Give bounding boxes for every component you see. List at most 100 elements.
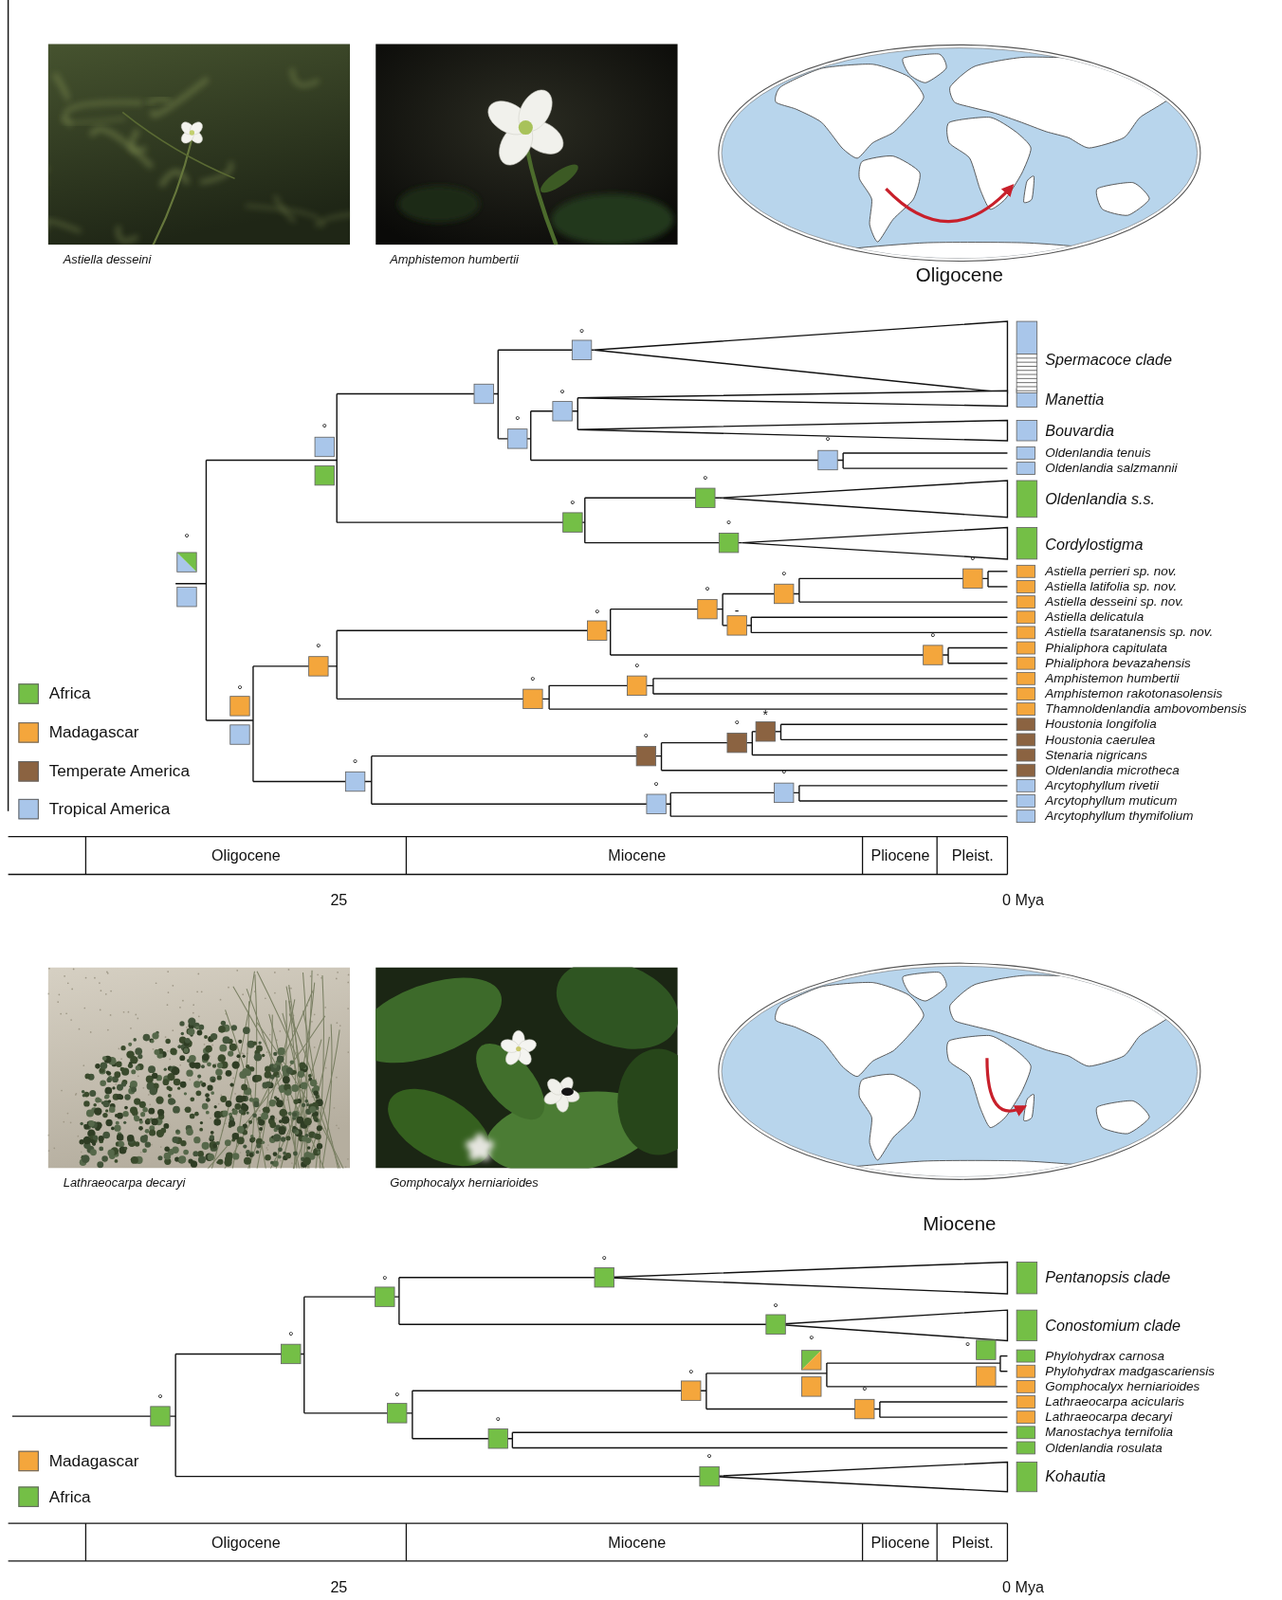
sand-speck <box>267 1144 270 1147</box>
shrub-leaf <box>225 1100 233 1108</box>
world-map <box>718 44 1201 267</box>
branch <box>336 630 338 699</box>
area-square <box>773 584 793 604</box>
tip-area <box>1016 596 1035 609</box>
area-square <box>802 1377 822 1397</box>
legend-entry: Tropical America <box>18 799 170 821</box>
branch <box>412 1390 707 1392</box>
shrub-leaf <box>115 1061 123 1068</box>
taxon-label: Astiella latifolia sp. nov. <box>1044 579 1177 594</box>
sand-speck <box>198 1016 201 1019</box>
branch <box>336 394 338 524</box>
shrub-leaf <box>240 1096 247 1102</box>
branch <box>336 521 586 523</box>
branch <box>799 601 1008 603</box>
shrub-leaf <box>209 1077 216 1083</box>
tip-area <box>1016 749 1035 762</box>
branch <box>799 578 989 580</box>
shrub-leaf <box>189 1097 195 1102</box>
epoch-name: Miocene <box>607 846 666 865</box>
shrub-leaf <box>130 1069 136 1075</box>
shrub-leaf <box>124 1147 128 1151</box>
tip-area <box>1016 462 1035 476</box>
grass-blade <box>270 1040 322 1170</box>
sand-speck <box>74 1094 77 1097</box>
shrub-leaf <box>279 1090 283 1094</box>
shrub-leaf <box>249 1098 255 1103</box>
branch <box>826 1362 1001 1364</box>
branch <box>842 467 1008 469</box>
taxon-label: Phialiphora capitulata <box>1044 641 1168 656</box>
tip-area <box>1016 1263 1038 1295</box>
shrub-leaf <box>169 1048 177 1056</box>
shrub-leaf <box>307 1146 311 1150</box>
shrub-leaf <box>254 1053 262 1062</box>
sand-speck <box>78 1028 81 1031</box>
collapsed-clade <box>577 420 1008 441</box>
support-mark: ° <box>352 757 359 773</box>
branch <box>988 570 1008 572</box>
sand-speck <box>269 1034 272 1037</box>
continent <box>859 155 920 242</box>
collapsed-clade <box>593 321 1008 393</box>
time-scale-line <box>861 837 863 876</box>
grass-blade <box>211 971 255 1170</box>
shrub-leaf <box>257 1041 261 1044</box>
tip-area <box>1016 1427 1035 1440</box>
grass-blade <box>224 991 313 1170</box>
branch <box>948 662 1008 664</box>
branch <box>879 1402 880 1418</box>
shrub-leaf <box>229 1082 234 1087</box>
shrub-leaf <box>286 1067 294 1075</box>
shrub-leaf <box>143 1034 151 1043</box>
support-mark: ° <box>579 327 586 343</box>
sand-speck <box>48 968 51 971</box>
shrub-leaf <box>145 1129 150 1135</box>
sand-speck <box>218 1103 220 1106</box>
hatch <box>1016 378 1038 380</box>
shrub-leaf <box>201 1103 209 1111</box>
stem <box>161 171 188 186</box>
shrub-leaf <box>171 1136 179 1144</box>
support-mark: ° <box>702 474 709 490</box>
tip-area <box>1016 580 1035 593</box>
shrub-leaf <box>276 1055 285 1063</box>
shrub-leaf <box>195 1025 200 1030</box>
shrub-leaf <box>292 1112 297 1118</box>
shrub-leaf <box>217 1075 222 1081</box>
grass-blade <box>322 1025 332 1170</box>
shrub-leaf <box>228 1120 236 1128</box>
legend-label: Madagascar <box>49 723 140 742</box>
shrub-leaf <box>107 1071 112 1077</box>
sand-speck <box>171 1029 174 1032</box>
shrub-leaf <box>192 1151 199 1157</box>
shrub-leaf <box>110 1127 115 1132</box>
axis-tick: 25 <box>329 891 348 910</box>
photo-ground <box>48 43 351 245</box>
branch <box>1000 1355 1008 1357</box>
hatch <box>1016 390 1038 392</box>
taxon-label: Astiella delicatula <box>1044 610 1144 625</box>
shrub-leaf <box>257 1119 265 1127</box>
area-square <box>802 1351 822 1371</box>
shrub-leaf <box>113 1071 121 1079</box>
shrub-leaf <box>90 1149 97 1156</box>
shrub-leaf <box>293 1152 298 1157</box>
shrub-leaf <box>261 1054 265 1058</box>
sand-speck <box>219 1094 222 1097</box>
area-square <box>681 1381 701 1401</box>
shrub-leaf <box>261 1082 269 1090</box>
shrub-leaf <box>100 1062 109 1070</box>
sand-speck <box>345 1166 348 1169</box>
shrub-leaf <box>273 1052 277 1057</box>
petal <box>187 119 205 137</box>
support-mark: ° <box>688 1368 695 1384</box>
branch <box>336 698 550 700</box>
shrub-leaf <box>314 1134 322 1141</box>
sand-speck <box>310 975 312 978</box>
area-square <box>755 722 775 742</box>
shrub-leaf <box>219 1044 227 1053</box>
shrub-leaf <box>273 1152 278 1157</box>
shrub-leaf <box>209 1135 215 1140</box>
shrub-leaf <box>198 1156 206 1165</box>
